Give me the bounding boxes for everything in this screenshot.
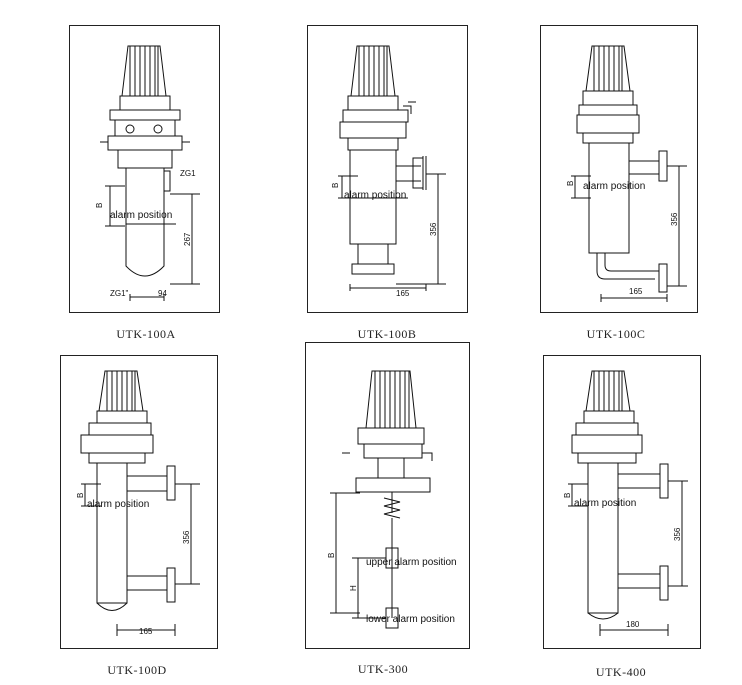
utk-100b-drawing: alarm position B 356 165 [331, 45, 446, 298]
utk-100b-b-label: B [331, 183, 340, 188]
utk-300-drawing: upper alarm position lower alarm positio… [327, 370, 457, 629]
utk-100b-height-label: 356 [429, 222, 438, 236]
utk-100a-height-label: 267 [183, 232, 192, 246]
caption-utk-300: UTK-300 [357, 662, 409, 676]
diagram-utk-100c: alarm position B 356 165 [540, 25, 698, 313]
utk-100c-width-label: 165 [629, 287, 643, 296]
utk-100c-alarm-label: alarm position [583, 181, 645, 192]
utk-100a-drawing: alarm position B 267 94 ZG1 ZG1" [95, 45, 200, 301]
utk-300-upper-label: upper alarm position [366, 557, 457, 568]
utk-100a-width-label: 94 [158, 289, 167, 298]
utk-100a-b-label: B [95, 203, 104, 208]
utk-300-lower-label: lower alarm position [366, 614, 455, 625]
diagram-utk-100b: alarm position B 356 165 [307, 25, 468, 313]
utk-100c-b-label: B [566, 181, 575, 186]
utk-100a-port-top-label: ZG1 [180, 169, 196, 178]
utk-300-b-label: B [327, 553, 336, 558]
caption-utk-100d: UTK-100D [107, 663, 167, 677]
utk-100b-width-label: 165 [396, 289, 410, 298]
utk-400-width-label: 180 [626, 620, 640, 629]
caption-utk-100c: UTK-100C [586, 327, 646, 341]
utk-100d-b-label: B [76, 493, 85, 498]
utk-100a-alarm-label: alarm position [110, 210, 172, 221]
utk-100c-height-label: 356 [670, 212, 679, 226]
utk-400-height-label: 356 [673, 527, 682, 541]
utk-100d-height-label: 356 [182, 530, 191, 544]
diagram-utk-400: alarm position B 356 180 [543, 355, 701, 649]
caption-utk-100b: UTK-100B [357, 327, 417, 341]
diagram-utk-100d: alarm position B 356 165 [60, 355, 218, 649]
utk-100d-width-label: 165 [139, 627, 153, 636]
utk-100a-port-bottom-label: ZG1" [110, 289, 129, 298]
utk-100b-alarm-label: alarm position [344, 190, 406, 201]
utk-100d-alarm-label: alarm position [87, 499, 149, 510]
diagram-utk-300: upper alarm position lower alarm positio… [305, 342, 470, 649]
utk-400-drawing: alarm position B 356 180 [563, 370, 688, 636]
utk-400-b-label: B [563, 493, 572, 498]
utk-300-h-label: H [349, 585, 358, 591]
utk-100c-drawing: alarm position B 356 165 [566, 45, 687, 302]
utk-400-alarm-label: alarm position [574, 498, 636, 509]
caption-utk-100a: UTK-100A [116, 327, 176, 341]
caption-utk-400: UTK-400 [595, 665, 647, 679]
diagram-utk-100a: alarm position B 267 94 ZG1 ZG1" [69, 25, 220, 313]
utk-100d-drawing: alarm position B 356 165 [76, 370, 200, 636]
